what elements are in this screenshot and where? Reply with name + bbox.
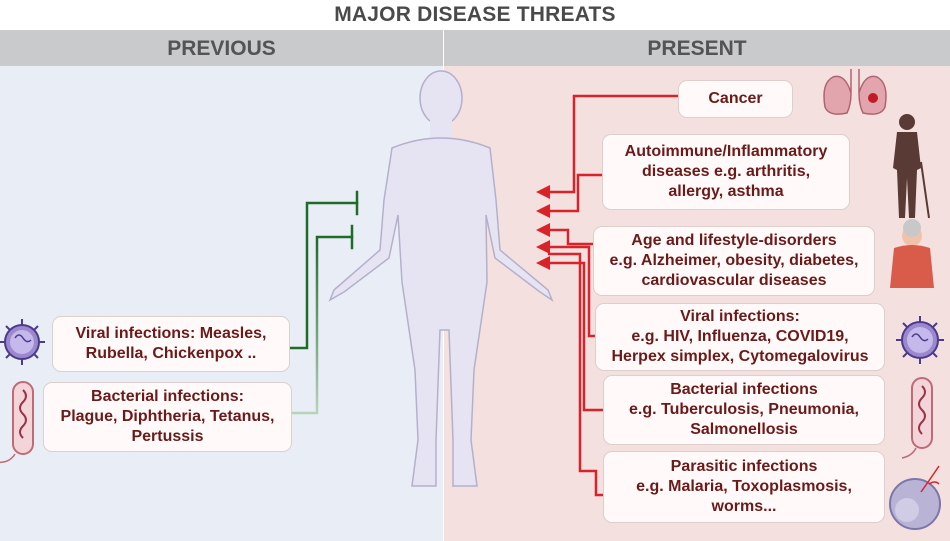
virus-icon — [0, 319, 45, 365]
box-line: cardiovascular diseases — [641, 271, 826, 291]
box-present-bacterial: Bacterial infections e.g. Tuberculosis, … — [603, 375, 885, 445]
box-parasitic: Parasitic infections e.g. Malaria, Toxop… — [603, 451, 885, 523]
box-line: e.g. HIV, Influenza, COVID19, — [631, 327, 848, 347]
box-line: allergy, asthma — [668, 182, 783, 202]
inhibition-lines — [288, 192, 357, 413]
box-age-lifestyle: Age and lifestyle-disorders e.g. Alzheim… — [593, 226, 875, 296]
box-line: Parasitic infections — [671, 457, 818, 477]
lungs-icon — [824, 69, 886, 114]
box-line: Autoimmune/Inflammatory — [625, 142, 828, 162]
box-line: Plague, Diphtheria, Tetanus, — [61, 407, 275, 427]
box-line: Pertussis — [131, 427, 203, 447]
box-line: Salmonellosis — [690, 420, 798, 440]
box-previous-bacterial: Bacterial infections: Plague, Diphtheria… — [43, 382, 292, 452]
box-previous-viral: Viral infections: Measles, Rubella, Chic… — [52, 316, 290, 372]
bacterium-icon — [902, 378, 932, 458]
human-body-icon — [330, 71, 552, 486]
box-line: e.g. Malaria, Toxoplasmosis, — [636, 477, 852, 497]
parasite-cell-icon — [890, 466, 940, 529]
virus-icon — [896, 316, 944, 364]
arrow-heads — [536, 185, 550, 270]
elderly-man-icon — [893, 114, 929, 218]
box-line: Viral infections: Measles, — [76, 324, 267, 344]
box-autoimmune: Autoimmune/Inflammatory diseases e.g. ar… — [602, 134, 850, 210]
box-line: Cancer — [708, 89, 762, 109]
box-line: e.g. Alzheimer, obesity, diabetes, — [610, 251, 859, 271]
bacterium-icon — [0, 382, 33, 462]
box-line: diseases e.g. arthritis, — [642, 162, 810, 182]
box-line: Viral infections: — [680, 307, 800, 327]
elderly-woman-icon — [890, 219, 934, 288]
box-line: Bacterial infections — [670, 380, 818, 400]
box-line: Rubella, Chickenpox .. — [86, 344, 257, 364]
box-line: worms... — [712, 497, 777, 517]
box-cancer: Cancer — [678, 80, 793, 118]
box-line: Bacterial infections: — [91, 387, 244, 407]
box-line: Herpex simplex, Cytomegalovirus — [612, 347, 869, 367]
box-present-viral: Viral infections: e.g. HIV, Influenza, C… — [595, 303, 885, 371]
box-line: Age and lifestyle-disorders — [631, 231, 836, 251]
box-line: e.g. Tuberculosis, Pneumonia, — [629, 400, 859, 420]
